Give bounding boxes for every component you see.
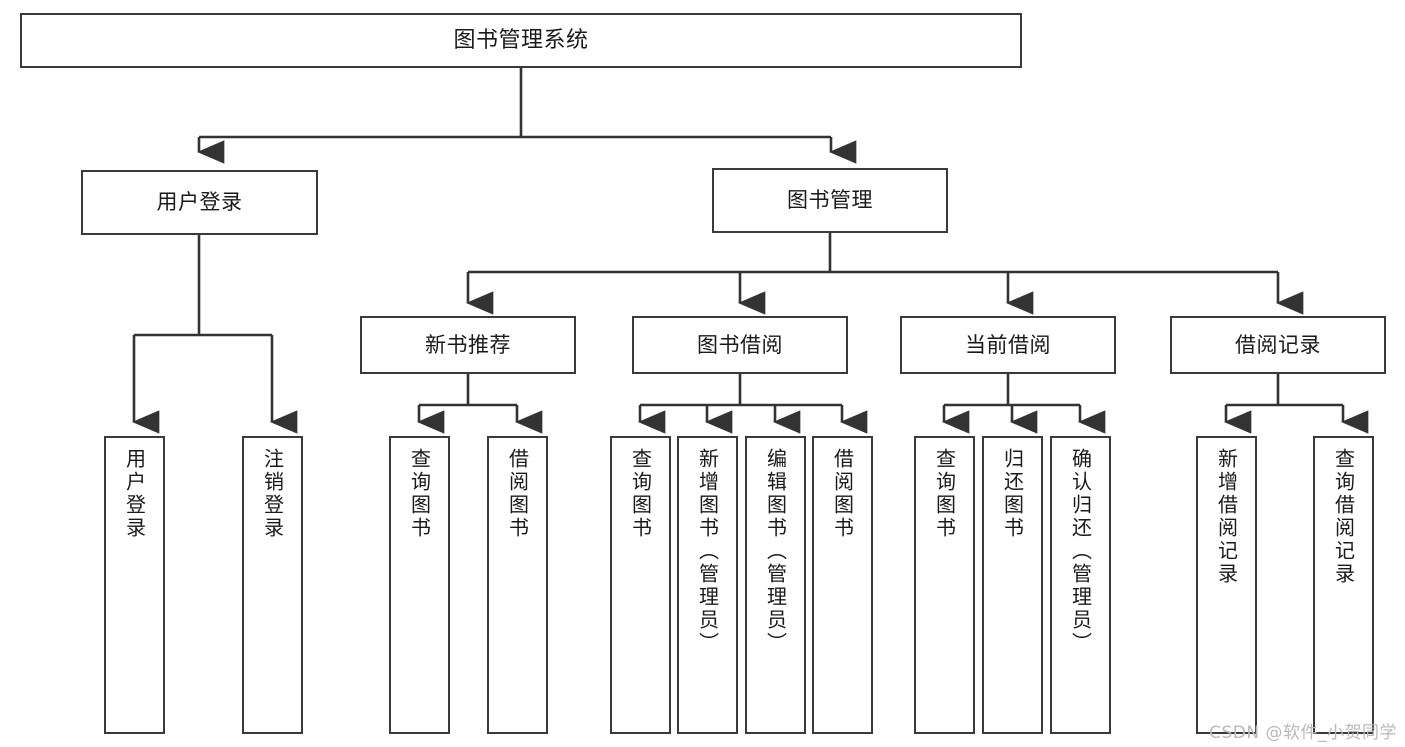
node-label: 图书借阅 [697, 332, 783, 357]
leaf-user-login-login[interactable]: 用户登录 [104, 436, 165, 734]
node-label: 查询借阅记录 [1331, 448, 1356, 586]
node-label: 注销登录 [260, 448, 285, 540]
node-label: 借阅记录 [1235, 332, 1321, 357]
node-book-borrow[interactable]: 图书借阅 [632, 316, 848, 374]
leaf-current-borrow-query-book[interactable]: 查询图书 [914, 436, 975, 734]
node-user-login[interactable]: 用户登录 [81, 170, 318, 235]
node-current-borrow[interactable]: 当前借阅 [900, 316, 1116, 374]
leaf-user-login-logout[interactable]: 注销登录 [242, 436, 303, 734]
node-label: 图书管理 [787, 188, 873, 213]
leaf-current-borrow-confirm-return-admin[interactable]: 确认归还（管理员） [1050, 436, 1111, 734]
node-label: 查询图书 [407, 448, 432, 540]
node-label: 查询图书 [628, 448, 653, 540]
node-label: 借阅图书 [830, 448, 855, 540]
node-root-library-system[interactable]: 图书管理系统 [20, 13, 1022, 68]
node-new-book-recommend[interactable]: 新书推荐 [360, 316, 576, 374]
leaf-new-book-borrow-book[interactable]: 借阅图书 [487, 436, 548, 734]
node-label: 图书管理系统 [453, 27, 589, 53]
node-label: 用户登录 [122, 448, 147, 540]
node-label: 当前借阅 [965, 332, 1051, 357]
node-label: 新增图书（管理员） [695, 448, 720, 655]
leaf-book-borrow-add-book-admin[interactable]: 新增图书（管理员） [677, 436, 738, 734]
node-label: 确认归还（管理员） [1068, 448, 1093, 655]
node-label: 新书推荐 [425, 332, 511, 357]
node-label: 借阅图书 [505, 448, 530, 540]
leaf-book-borrow-borrow-book[interactable]: 借阅图书 [812, 436, 873, 734]
node-label: 新增借阅记录 [1214, 448, 1239, 586]
node-book-management[interactable]: 图书管理 [712, 168, 948, 233]
leaf-borrow-record-add-record[interactable]: 新增借阅记录 [1196, 436, 1257, 734]
leaf-book-borrow-query-book[interactable]: 查询图书 [610, 436, 671, 734]
node-label: 归还图书 [1000, 448, 1025, 540]
node-label: 编辑图书（管理员） [763, 448, 788, 655]
leaf-borrow-record-query-record[interactable]: 查询借阅记录 [1313, 436, 1374, 734]
leaf-book-borrow-edit-book-admin[interactable]: 编辑图书（管理员） [745, 436, 806, 734]
node-label: 查询图书 [932, 448, 957, 540]
node-borrow-record[interactable]: 借阅记录 [1170, 316, 1386, 374]
leaf-new-book-query-book[interactable]: 查询图书 [389, 436, 450, 734]
node-label: 用户登录 [156, 190, 243, 215]
leaf-current-borrow-return-book[interactable]: 归还图书 [982, 436, 1043, 734]
